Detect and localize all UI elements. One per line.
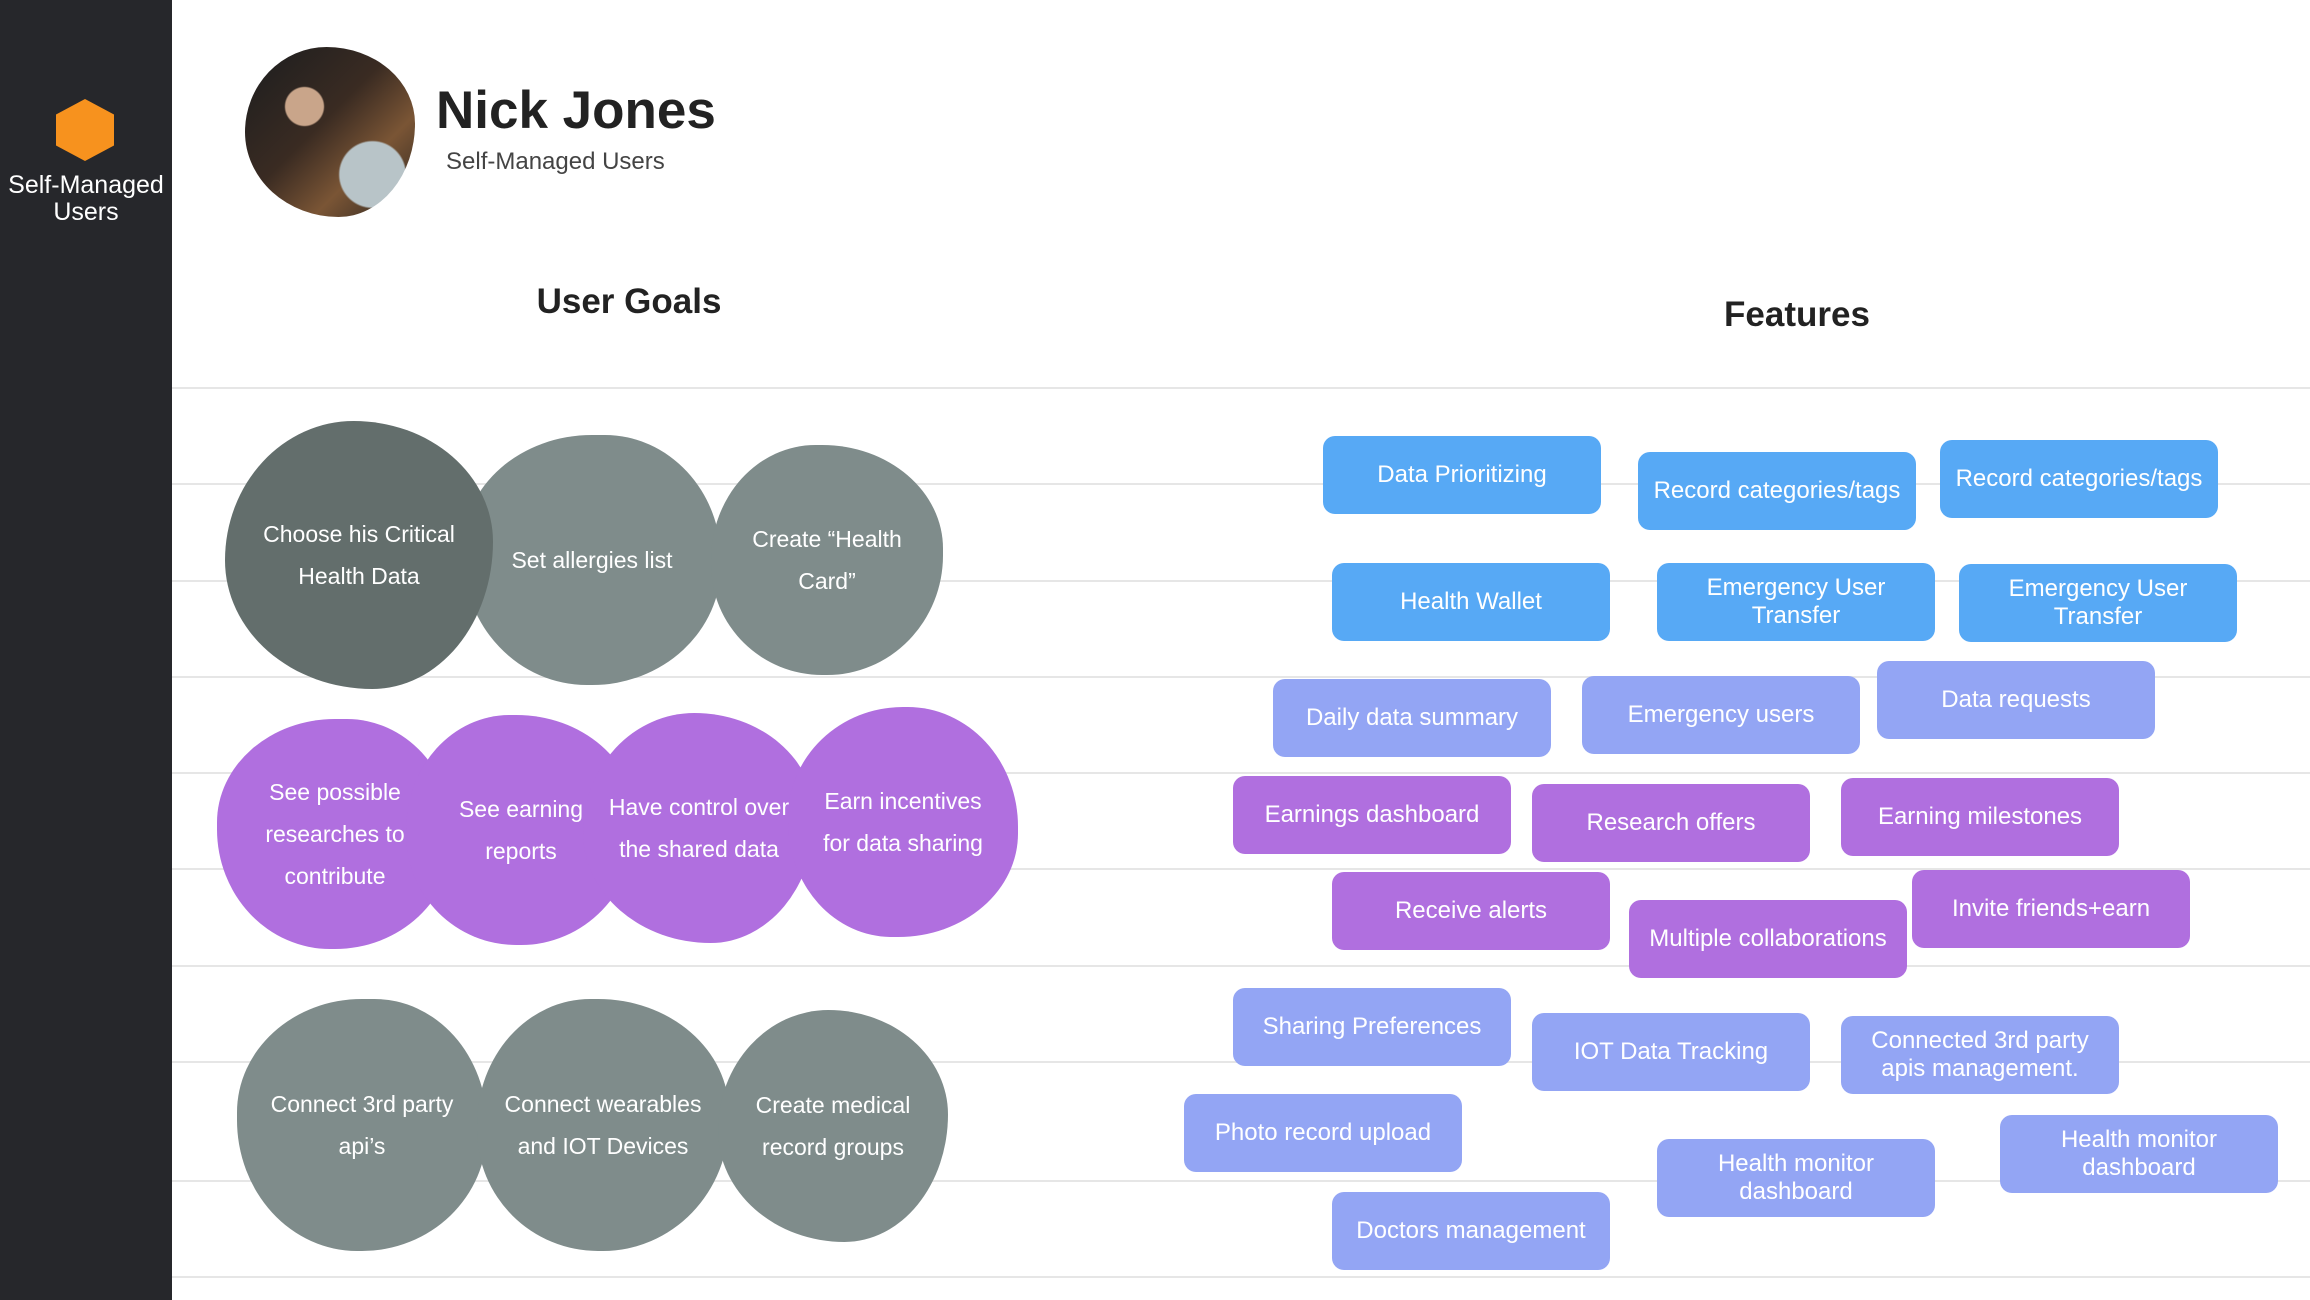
divider	[172, 676, 2310, 678]
goal-bubble: Create medical record groups	[718, 1010, 948, 1242]
avatar	[245, 47, 415, 217]
feature-card: Sharing Preferences	[1233, 988, 1511, 1066]
feature-card: Invite friends+earn	[1912, 870, 2190, 948]
goal-bubble: See possible researches to contribute	[217, 719, 453, 949]
feature-card: IOT Data Tracking	[1532, 1013, 1810, 1091]
divider	[172, 868, 2310, 870]
divider	[172, 772, 2310, 774]
feature-card: Photo record upload	[1184, 1094, 1462, 1172]
divider	[172, 1276, 2310, 1278]
feature-card: Receive alerts	[1332, 872, 1610, 950]
persona-name: Nick Jones	[436, 81, 716, 140]
sidebar: Self-Managed Users	[0, 0, 172, 1300]
feature-card: Connected 3rd party apis management.	[1841, 1016, 2119, 1094]
feature-card: Record categories/tags	[1940, 440, 2218, 518]
feature-card: Research offers	[1532, 784, 1810, 862]
feature-card: Doctors management	[1332, 1192, 1610, 1270]
feature-card: Earning milestones	[1841, 778, 2119, 856]
goal-bubble: Set allergies list	[463, 435, 721, 685]
feature-card: Health monitor dashboard	[2000, 1115, 2278, 1193]
persona-subtitle: Self-Managed Users	[446, 148, 665, 175]
feature-card: Health monitor dashboard	[1657, 1139, 1935, 1217]
feature-card: Multiple collaborations	[1629, 900, 1907, 978]
divider	[172, 483, 2310, 485]
goal-bubble: Choose his Critical Health Data	[225, 421, 493, 689]
feature-card: Daily data summary	[1273, 679, 1551, 757]
divider	[172, 387, 2310, 389]
feature-card: Data requests	[1877, 661, 2155, 739]
user-goals-heading: User Goals	[536, 282, 722, 321]
feature-card: Health Wallet	[1332, 563, 1610, 641]
feature-card: Emergency User Transfer	[1657, 563, 1935, 641]
divider	[172, 580, 2310, 582]
goal-bubble: Connect 3rd party api’s	[237, 999, 487, 1251]
feature-card: Earnings dashboard	[1233, 776, 1511, 854]
feature-card: Record categories/tags	[1638, 452, 1916, 530]
feature-card: Emergency users	[1582, 676, 1860, 754]
goal-bubble: Connect wearables and IOT Devices	[477, 999, 729, 1251]
sidebar-label: Self-Managed Users	[8, 171, 164, 226]
goal-bubble: Earn incentives for data sharing	[788, 707, 1018, 937]
divider	[172, 965, 2310, 967]
goal-bubble: Have control over the shared data	[583, 713, 815, 943]
hexagon-icon	[56, 99, 114, 161]
goal-bubble: Create “Health Card”	[711, 445, 943, 675]
feature-card: Data Prioritizing	[1323, 436, 1601, 514]
features-heading: Features	[1724, 295, 1870, 334]
feature-card: Emergency User Transfer	[1959, 564, 2237, 642]
divider	[172, 1180, 2310, 1182]
